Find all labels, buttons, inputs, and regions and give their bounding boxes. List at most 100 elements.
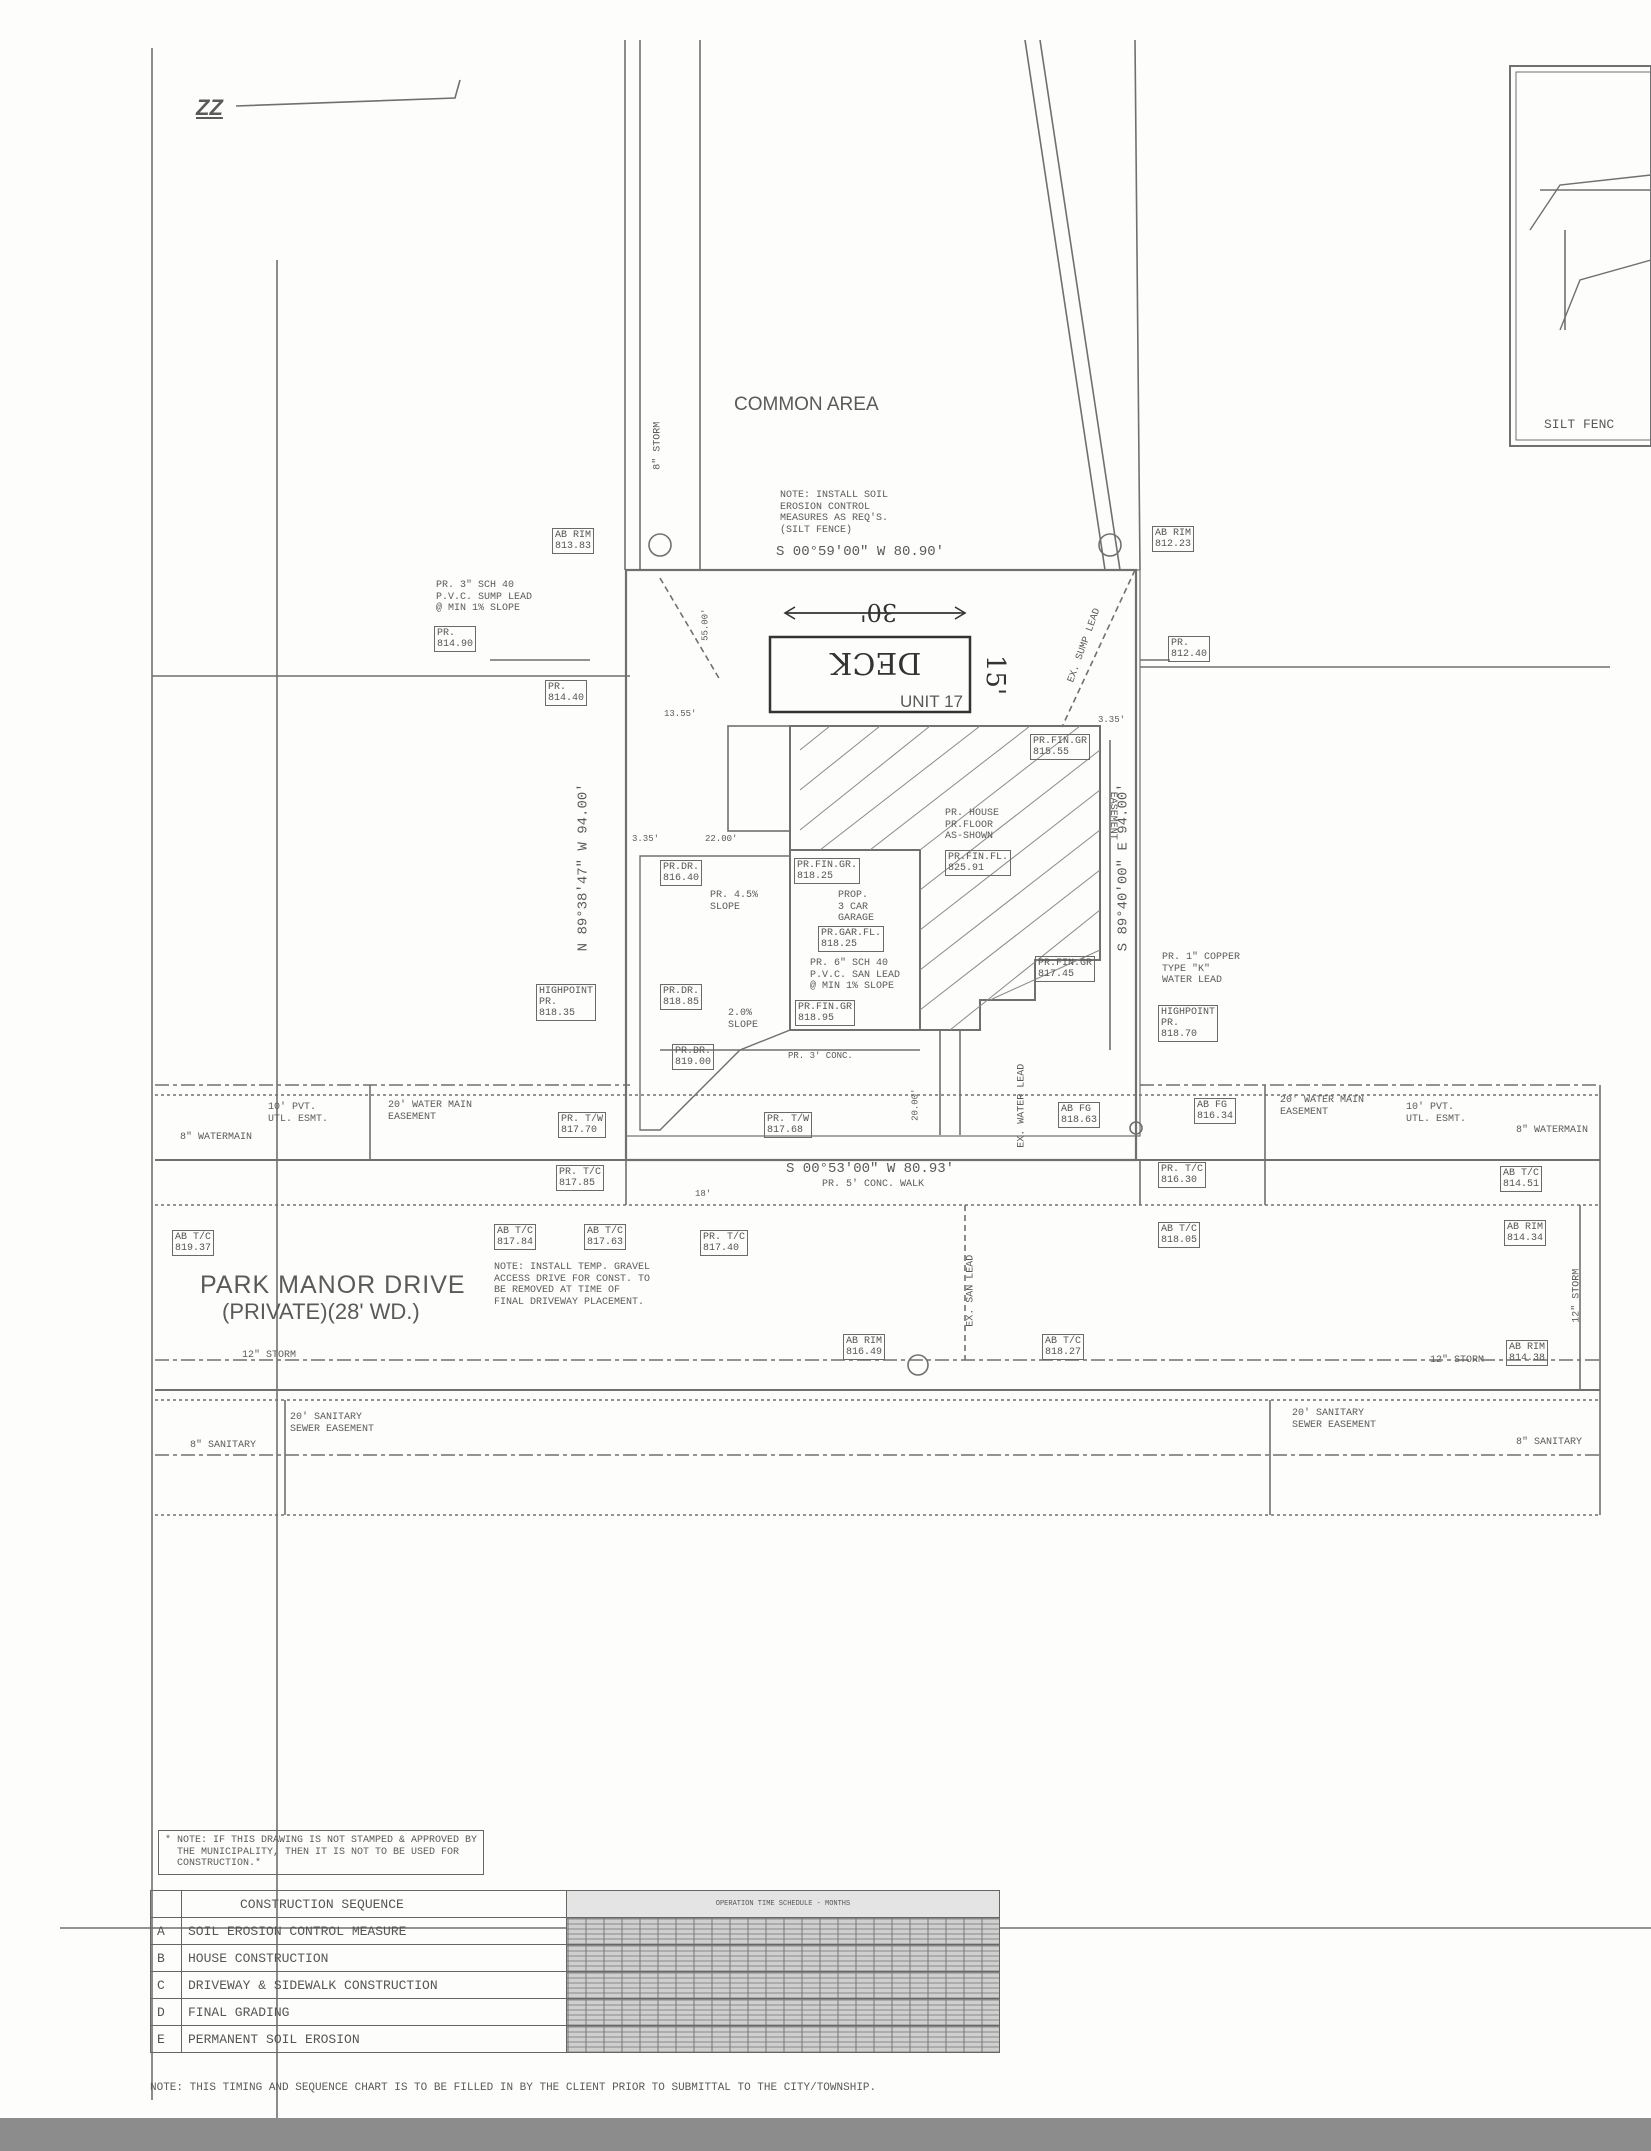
sequence-task: FINAL GRADING [181,1998,567,2026]
north-arrow [235,79,461,107]
elev-box: PR.DR. 816.40 [660,860,703,886]
util-ex-san: EX. SAN LEAD [965,1254,977,1327]
manhole-street [907,1354,929,1376]
dim-55: 55.00' [700,608,711,641]
sequence-letter: E [150,2025,182,2053]
note-silt-fence: SILT FENC [1544,417,1615,432]
note-garage: PROP. 3 CAR GARAGE [838,890,875,924]
util-pvt-left: 10' PVT. UTL. ESMT. [268,1102,329,1125]
construction-sequence-table: CONSTRUCTION SEQUENCE OPERATION TIME SCH… [150,1890,1000,2053]
scan-edge-bar [0,2118,1651,2151]
elev-box: AB RIM 814.34 [1504,1220,1547,1246]
elev-box: AB T/C 819.37 [172,1230,215,1256]
elev-box: AB T/C 818.05 [1158,1222,1201,1248]
manhole-top-left [648,533,672,557]
schedule-header: OPERATION TIME SCHEDULE - MONTHS [715,1900,851,1908]
util-storm-vert: 12" STORM [1571,1268,1583,1323]
street-name: PARK MANOR DRIVE [200,1271,466,1299]
sequence-letter: C [150,1971,182,1999]
elev-box: PR.FIN.GR. 818.25 [794,858,861,884]
elev-box: AB T/C 818.27 [1042,1334,1085,1360]
elev-box: AB T/C 817.84 [494,1224,537,1250]
schedule-grid-row [566,1971,1000,1999]
elev-box: AB RIM 812.23 [1152,526,1195,552]
elev-box: PR. T/C 817.40 [700,1230,749,1256]
note-soil-erosion: NOTE: INSTALL SOIL EROSION CONTROL MEASU… [780,490,889,536]
elev-box: AB T/C 817.63 [584,1224,627,1250]
util-wm-ease-left: 20' WATER MAIN EASEMENT [388,1100,473,1123]
deck-width-label: 30' [860,598,898,626]
elev-box: PR.FIN.GR 815.55 [1030,734,1091,760]
util-pvt-right: 10' PVT. UTL. ESMT. [1406,1102,1467,1125]
note-house: PR. HOUSE PR.FLOOR AS-SHOWN [945,808,1000,842]
elev-box: PR.DR. 818.85 [660,984,703,1010]
elev-box: PR. 814.90 [434,626,477,652]
elev-box: PR. T/W 817.68 [764,1112,813,1138]
sequence-header: CONSTRUCTION SEQUENCE [181,1890,567,1918]
deck-outline [768,635,972,714]
note-sump-lead: PR. 3" SCH 40 P.V.C. SUMP LEAD @ MIN 1% … [436,580,533,614]
deck-label: DECK [830,645,922,680]
elev-box: AB RIM 816.49 [843,1334,886,1360]
timing-note: NOTE: THIS TIMING AND SEQUENCE CHART IS … [150,2082,877,2094]
elev-box: PR.GAR.FL. 818.25 [818,926,885,952]
note-gravel: NOTE: INSTALL TEMP. GRAVEL ACCESS DRIVE … [494,1262,651,1308]
util-storm-right: 12" STORM [1430,1355,1485,1366]
sequence-letter: A [150,1917,182,1945]
sequence-letter: B [150,1944,182,1972]
note-copper: PR. 1" COPPER TYPE "K" WATER LEAD [1162,952,1241,986]
schedule-grid-row [566,2025,1000,2053]
sequence-task: SOIL EROSION CONTROL MEASURE [181,1917,567,1945]
elev-box: PR.FIN.GR 817.45 [1035,956,1096,982]
elev-box: PR.FIN.FL. 825.91 [945,850,1012,876]
elev-box: PR. T/C 817.85 [556,1165,605,1191]
dim-3b: 3.35' [632,834,660,844]
util-wm-ease-right: 20' WATER MAIN EASEMENT [1280,1095,1365,1118]
note-slope-1: PR. 4.5% SLOPE [710,890,759,913]
elev-box: PR.DR. 819.00 [672,1044,715,1070]
util-storm-left: 12" STORM [242,1350,297,1361]
elev-box: PR.FIN.GR 818.95 [795,1000,856,1026]
bearing-left: N 89°38'47" W 94.00' [575,783,592,952]
bearing-right: S 89°40'00" E 94.00' [1115,783,1132,952]
util-san-ease-right: 20' SANITARY SEWER EASEMENT [1292,1408,1377,1431]
elev-box: PR. 812.40 [1168,636,1211,662]
common-area-label: COMMON AREA [734,394,879,415]
schedule-grid-row [566,1917,1000,1945]
util-watermain-right: 8" WATERMAIN [1516,1125,1589,1136]
elev-box: HIGHPOINT PR. 818.70 [1158,1005,1219,1042]
bearing-top: S 00°59'00" W 80.90' [776,544,945,560]
sequence-task: HOUSE CONSTRUCTION [181,1944,567,1972]
util-storm-top: 8" STORM [652,421,664,470]
elev-box: PR. T/W 817.70 [558,1112,607,1138]
elev-box: PR. T/C 816.30 [1158,1162,1207,1188]
bearing-bottom-walk: PR. 5' CONC. WALK [822,1179,925,1190]
util-san-left: 8" SANITARY [190,1440,257,1451]
detail-inset [1509,65,1651,447]
util-watermain-left: 8" WATERMAIN [180,1132,253,1143]
street-sub: (PRIVATE)(28' WD.) [222,1299,420,1324]
util-easement: EASEMENT [1106,791,1118,840]
north-marker: ZZ [196,95,223,120]
schedule-grid-row [566,1944,1000,1972]
manhole-top-right [1098,533,1122,557]
note-san-lead: PR. 6" SCH 40 P.V.C. SAN LEAD @ MIN 1% S… [810,958,901,992]
sequence-task: PERMANENT SOIL EROSION [181,2025,567,2053]
dim-20: 20.00' [910,1088,921,1121]
elev-box: PR. 814.40 [545,680,588,706]
dim-22: 22.00' [705,834,738,844]
elev-box: AB T/C 814.51 [1500,1166,1543,1192]
stamp-note: * NOTE: IF THIS DRAWING IS NOT STAMPED &… [158,1830,485,1875]
bearing-bottom: S 00°53'00" W 80.93' [786,1161,955,1177]
elev-box: AB FG 816.34 [1194,1098,1237,1124]
note-slope-2: 2.0% SLOPE [728,1008,759,1031]
util-san-ease-left: 20' SANITARY SEWER EASEMENT [290,1412,375,1435]
elev-box: HIGHPOINT PR. 818.35 [536,984,597,1021]
elev-box: AB RIM 813.83 [552,528,595,554]
dim-conc: PR. 3' CONC. [788,1051,853,1061]
util-san-right: 8" SANITARY [1516,1437,1583,1448]
dim-3a: 3.35' [1098,715,1126,725]
elev-box: AB FG 818.63 [1058,1102,1101,1128]
unit-label: UNIT 17 [900,692,963,711]
